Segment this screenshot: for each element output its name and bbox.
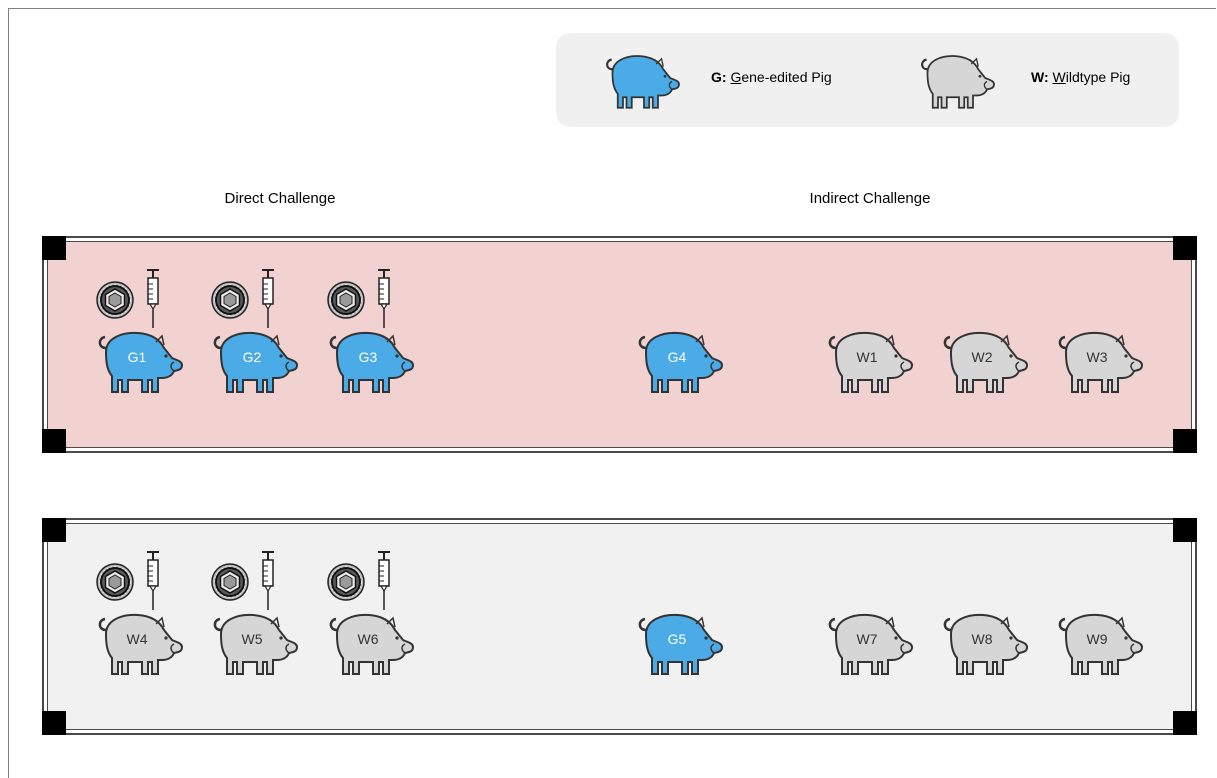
- pig-id-label: W3: [1086, 349, 1108, 365]
- pig-w4: W4: [92, 600, 192, 680]
- pen-post: [1173, 518, 1197, 542]
- pen-post: [42, 429, 66, 453]
- pen-post: [42, 518, 66, 542]
- syringe-icon: [261, 551, 275, 610]
- pen-rail: [42, 518, 1197, 735]
- virus-icon: [211, 281, 249, 319]
- pig-id-label: G5: [667, 631, 687, 647]
- virus-icon: [327, 281, 365, 319]
- virus-icon: [211, 563, 249, 601]
- pen-post: [42, 236, 66, 260]
- pig-g1: G1: [92, 318, 192, 398]
- figure-frame: [8, 8, 1216, 778]
- pig-id-label: W8: [971, 631, 993, 647]
- pig-id-label: G1: [127, 349, 147, 365]
- pig-id-label: W5: [241, 631, 263, 647]
- legend-gene-edited-label: G: Gene-edited Pig: [711, 69, 832, 85]
- pen-rail: [42, 236, 1197, 453]
- syringe-icon: [146, 551, 160, 610]
- pen-post: [42, 711, 66, 735]
- pig-id-label: W2: [971, 349, 993, 365]
- wildtype-pig-icon: [921, 54, 996, 109]
- pig-id-label: G4: [667, 349, 687, 365]
- pig-id-label: W4: [126, 631, 148, 647]
- pig-g5: G5: [632, 600, 732, 680]
- virus-icon: [96, 281, 134, 319]
- syringe-icon: [146, 269, 160, 328]
- pen-post: [1173, 236, 1197, 260]
- pig-id-label: W6: [357, 631, 379, 647]
- pen-post: [1173, 711, 1197, 735]
- pig-w1: W1: [822, 318, 922, 398]
- pig-w6: W6: [323, 600, 423, 680]
- pig-w7: W7: [822, 600, 922, 680]
- pig-id-label: W1: [856, 349, 878, 365]
- pig-id-label: G3: [358, 349, 378, 365]
- syringe-icon: [377, 269, 391, 328]
- pig-g4: G4: [632, 318, 732, 398]
- pig-g2: G2: [207, 318, 307, 398]
- virus-icon: [327, 563, 365, 601]
- syringe-icon: [261, 269, 275, 328]
- pig-w5: W5: [207, 600, 307, 680]
- pig-id-label: W9: [1086, 631, 1108, 647]
- pig-w3: W3: [1052, 318, 1152, 398]
- pig-w9: W9: [1052, 600, 1152, 680]
- legend: G: Gene-edited Pig W: Wildtype Pig: [556, 33, 1179, 127]
- syringe-icon: [377, 551, 391, 610]
- pen-post: [1173, 429, 1197, 453]
- pig-w2: W2: [937, 318, 1037, 398]
- pig-g3: G3: [323, 318, 423, 398]
- gene-edited-pig-icon: [606, 54, 681, 109]
- virus-icon: [96, 563, 134, 601]
- pig-w8: W8: [937, 600, 1037, 680]
- direct-challenge-label: Direct Challenge: [224, 190, 336, 207]
- pig-id-label: W7: [856, 631, 878, 647]
- legend-wildtype-label: W: Wildtype Pig: [1031, 69, 1131, 85]
- pig-id-label: G2: [242, 349, 262, 365]
- indirect-challenge-label: Indirect Challenge: [809, 190, 931, 207]
